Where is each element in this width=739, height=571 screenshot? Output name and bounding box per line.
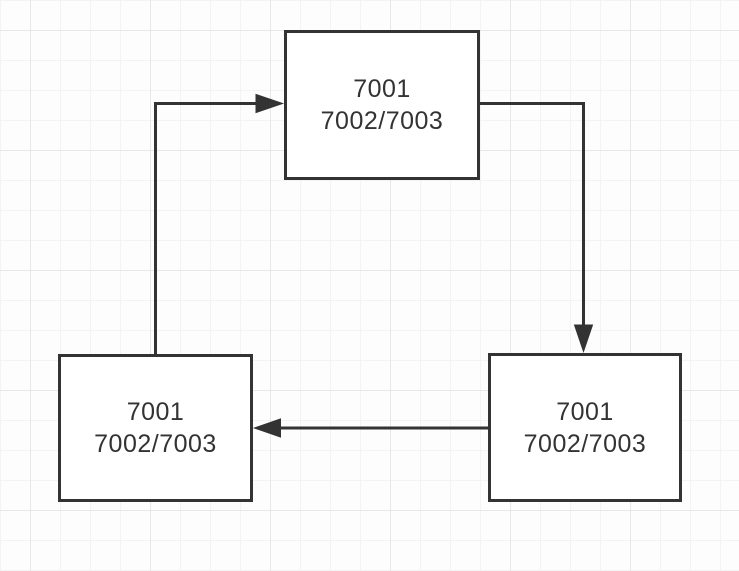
node-label-line2: 7002/7003	[523, 429, 647, 458]
node-top[interactable]: 7001 7002/7003	[284, 30, 480, 180]
arrowhead	[573, 324, 594, 354]
arrowhead	[255, 93, 285, 114]
node-label-line1: 7001	[353, 75, 411, 103]
edge-bottom-right-to-bottom-left[interactable]	[252, 418, 489, 438]
node-bottom-left[interactable]: 7001 7002/7003	[58, 354, 253, 502]
node-bottom-right[interactable]: 7001 7002/7003	[488, 353, 682, 502]
node-label-line1: 7001	[126, 398, 185, 426]
edge-line	[480, 102, 585, 327]
node-label-line2: 7002/7003	[320, 107, 444, 135]
arrowhead	[252, 418, 281, 438]
node-label-line1: 7001	[556, 397, 614, 426]
edge-top-to-bottom-right[interactable]	[480, 102, 594, 354]
node-label-line2: 7002/7003	[94, 430, 217, 458]
edge-bottom-left-to-top[interactable]	[154, 93, 285, 355]
edge-line	[154, 102, 258, 354]
